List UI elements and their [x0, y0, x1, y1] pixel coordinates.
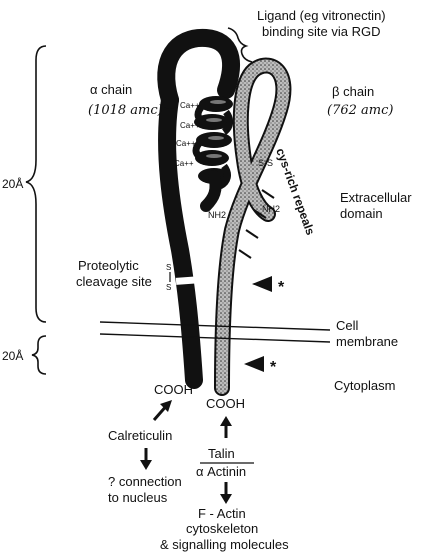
- cooh-beta-label: COOH: [206, 396, 245, 411]
- cell-membrane-label-line2: membrane: [336, 334, 398, 349]
- cooh-alpha-label: COOH: [154, 382, 193, 397]
- cell-membrane-label-line1: Cell: [336, 318, 359, 333]
- asterisk-arrow-upper: [252, 276, 272, 292]
- nucleus-label-line1: ? connection: [108, 474, 182, 489]
- dimension-label-bottom: 20Å: [2, 348, 23, 363]
- sulfur-label-top: S: [166, 263, 171, 272]
- calreticulin-label: Calreticulin: [108, 428, 172, 443]
- factin-label-line2: cytoskeleton: [186, 521, 258, 536]
- nucleus-label-line2: to nucleus: [108, 490, 168, 505]
- alpha-aa-label: (1018 amc): [88, 103, 163, 118]
- extracellular-label-line1: Extracellular: [340, 190, 412, 205]
- brace-extracellular: [26, 46, 46, 322]
- asterisk-upper: *: [278, 279, 285, 296]
- beta-aa-label: (762 amc): [327, 103, 393, 118]
- factin-label-line3: & signalling molecules: [160, 537, 289, 552]
- ligand-label-line2: binding site via RGD: [262, 24, 381, 39]
- disulfide-label: S-S: [258, 158, 273, 168]
- nh2-alpha-label: NH2: [208, 210, 226, 220]
- ligand-label-line1: Ligand (eg vitronectin): [257, 8, 386, 23]
- ca-label-2: Ca++: [180, 121, 200, 130]
- nucleus-arrowhead: [140, 460, 152, 470]
- ca-label-4: Ca++: [174, 159, 194, 168]
- extracellular-label-line2: domain: [340, 206, 383, 221]
- ca-label-3: Ca++: [176, 139, 196, 148]
- dimension-label-top: 20Å: [2, 176, 23, 191]
- ca-label-1: Ca++: [180, 101, 200, 110]
- factin-label-line1: F - Actin: [198, 506, 246, 521]
- asterisk-lower: *: [270, 359, 277, 376]
- talin-arrowhead: [220, 416, 232, 426]
- asterisk-arrow-lower: [244, 356, 264, 372]
- cytoplasm-label: Cytoplasm: [334, 378, 395, 393]
- beta-chain-label: β chain: [332, 84, 374, 99]
- sulfur-label-bottom: S: [166, 283, 171, 292]
- nh2-beta-label: NH2: [262, 204, 280, 214]
- talin-label: Talin: [208, 446, 235, 461]
- proteolytic-label-line1: Proteolytic: [78, 258, 139, 273]
- factin-arrowhead: [220, 494, 232, 504]
- brace-membrane: [32, 336, 46, 374]
- cys-rich-label: cys-rich repeals: [273, 146, 318, 237]
- alpha-chain-label: α chain: [90, 82, 132, 97]
- actinin-label: α Actinin: [196, 464, 246, 479]
- proteolytic-label-line2: cleavage site: [76, 274, 152, 289]
